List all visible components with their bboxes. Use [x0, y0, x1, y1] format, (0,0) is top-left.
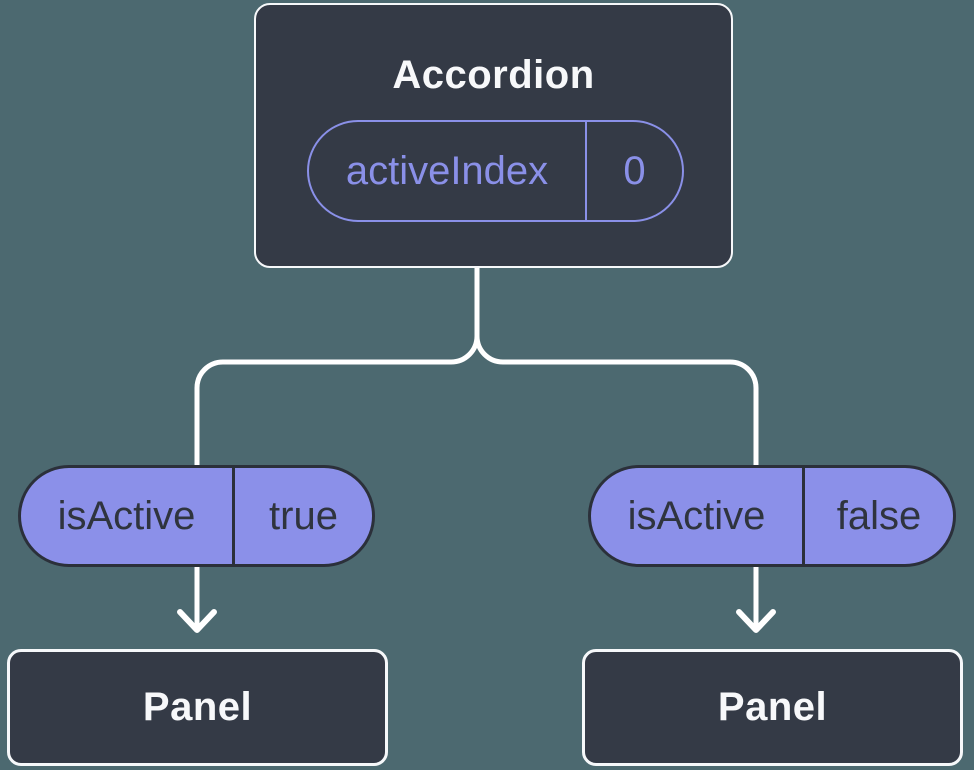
panel-node-left: Panel [7, 649, 388, 766]
active-index-prop-pill: activeIndex 0 [307, 120, 684, 222]
state-pill-is-active-false: isActive false [588, 465, 956, 567]
state-name-label: isActive [627, 493, 766, 538]
state-value-label: true [232, 468, 372, 564]
accordion-node-title: Accordion [392, 53, 595, 97]
panel-node-right: Panel [582, 649, 963, 766]
prop-value-label: 0 [585, 122, 682, 220]
arrow-down-icon [736, 609, 776, 633]
arrow-down-icon [177, 609, 217, 633]
state-pill-is-active-true: isActive true [18, 465, 375, 567]
connector-branch-left [194, 265, 480, 631]
state-value-label: false [802, 468, 953, 564]
state-name-label: isActive [57, 493, 196, 538]
connector-branch-right [474, 265, 759, 631]
panel-node-title: Panel [142, 685, 253, 729]
accordion-node: Accordion activeIndex 0 [254, 3, 733, 268]
prop-name-label: activeIndex [345, 148, 549, 193]
panel-node-title: Panel [717, 685, 828, 729]
